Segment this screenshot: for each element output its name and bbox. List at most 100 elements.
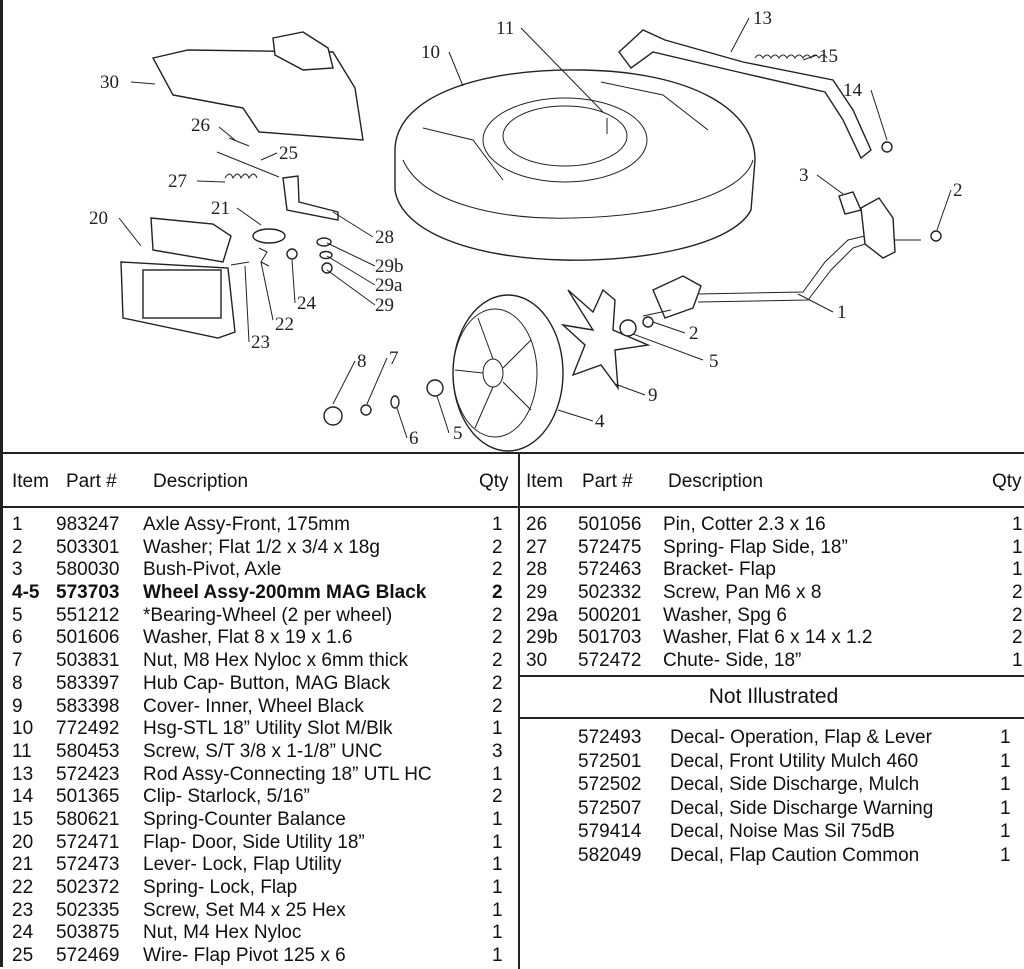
- callout-6: 6: [409, 428, 419, 449]
- cell-item: 7: [12, 650, 23, 672]
- cell-item: 25: [12, 945, 34, 967]
- connecting-rod-drawing: [618, 29, 872, 160]
- callout-3: 3: [799, 165, 809, 186]
- callout-11: 11: [496, 18, 514, 39]
- cell-qty: 1: [1012, 559, 1023, 581]
- cell-part: 572502: [578, 774, 642, 795]
- cell-item: 4-5: [12, 582, 40, 604]
- cell-part: 551212: [56, 604, 120, 626]
- cell-desc: Cover- Inner, Wheel Black: [143, 695, 364, 717]
- inner-wheel-cover-drawing: [560, 288, 651, 391]
- cell-desc: Decal, Side Discharge, Mulch: [670, 774, 920, 795]
- wheel-drawing: [452, 294, 564, 452]
- flat-washer-drawing: [316, 237, 332, 247]
- cell-desc: Axle Assy-Front, 175mm: [143, 514, 350, 535]
- cell-item: 13: [12, 763, 34, 785]
- cell-qty: 1: [492, 831, 503, 853]
- cell-qty: 2: [492, 672, 503, 694]
- callout-14: 14: [843, 80, 863, 101]
- cell-part: 572475: [578, 536, 642, 558]
- cell-item: 29a: [526, 604, 558, 626]
- flap-spring-drawing: [224, 173, 258, 180]
- cell-desc: Washer; Flat 1/2 x 3/4 x 18g: [143, 536, 380, 558]
- header-item: Item: [12, 471, 49, 492]
- lock-lever-drawing: [252, 228, 286, 244]
- callout-28: 28: [375, 227, 394, 248]
- cell-item: 20: [12, 831, 34, 853]
- callout-26: 26: [191, 115, 210, 136]
- callout-20: 20: [89, 208, 108, 229]
- cell-part: 572463: [578, 559, 642, 581]
- cell-qty: 1: [492, 763, 503, 785]
- counter-balance-spring-drawing: [754, 54, 828, 59]
- cell-desc: Nut, M4 Hex Nyloc: [143, 922, 302, 944]
- cell-item: 10: [12, 718, 34, 740]
- washer-m8-drawing: [390, 395, 400, 409]
- cell-desc: Chute- Side, 18”: [663, 650, 802, 672]
- table-row: 27 572475 Spring- Flap Side, 18” 1: [520, 537, 1024, 560]
- cell-part: 772492: [56, 718, 120, 740]
- cell-part: 501056: [578, 514, 642, 535]
- cell-qty: 2: [492, 559, 503, 581]
- cell-desc: Decal- Operation, Flap & Lever: [670, 727, 932, 748]
- cell-item: 14: [12, 786, 34, 808]
- cell-item: 8: [12, 672, 23, 694]
- cell-item: 24: [12, 922, 34, 944]
- cell-qty: 2: [1012, 582, 1023, 604]
- callout-2: 2: [953, 180, 963, 201]
- cell-desc: *Bearing-Wheel (2 per wheel): [143, 604, 393, 626]
- cell-qty: 1: [1000, 750, 1011, 772]
- wheel-bearing-outer-drawing: [426, 379, 444, 397]
- cell-qty: 1: [492, 514, 503, 535]
- callout-2-lower: 2: [689, 323, 699, 344]
- cell-qty: 1: [492, 854, 503, 876]
- cell-desc: Bush-Pivot, Axle: [143, 559, 282, 581]
- callout-29a: 29a: [375, 275, 403, 296]
- cell-qty: 1: [1000, 821, 1011, 842]
- cell-desc: Bracket- Flap: [663, 559, 776, 581]
- cell-desc: Pin, Cotter 2.3 x 16: [663, 514, 826, 535]
- cell-qty: 1: [1012, 536, 1023, 558]
- lock-spring-drawing: [258, 247, 270, 267]
- cell-qty: 2: [1012, 604, 1023, 626]
- hex-nut-drawing: [286, 248, 298, 260]
- cell-item: 23: [12, 899, 34, 921]
- cell-qty: 1: [1000, 844, 1011, 866]
- table-header: Item Part # Description Qty: [3, 454, 518, 508]
- flap-bracket-drawing: [282, 175, 339, 221]
- callout-23: 23: [251, 332, 270, 353]
- hub-cap-drawing: [323, 406, 343, 426]
- callout-9: 9: [648, 385, 658, 406]
- cell-item: 27: [526, 536, 548, 558]
- callout-5-lower: 5: [453, 423, 463, 444]
- cell-part: 580621: [56, 808, 120, 830]
- cell-qty: 2: [492, 786, 503, 808]
- cell-part: 501703: [578, 627, 642, 649]
- exploded-parts-diagram: 30 26 25 27 20 21 28 29b 29a 29 24 22 23…: [0, 0, 1024, 452]
- header-part: Part #: [582, 471, 633, 492]
- cell-desc: Spring- Flap Side, 18”: [663, 536, 848, 558]
- cell-part: 582049: [578, 844, 642, 866]
- cell-qty: 1: [492, 877, 503, 898]
- cell-qty: 2: [492, 536, 503, 558]
- cell-desc: Flap- Door, Side Utility 18”: [143, 831, 365, 853]
- header-description: Description: [668, 471, 764, 492]
- starlock-clip-drawing: [881, 141, 893, 153]
